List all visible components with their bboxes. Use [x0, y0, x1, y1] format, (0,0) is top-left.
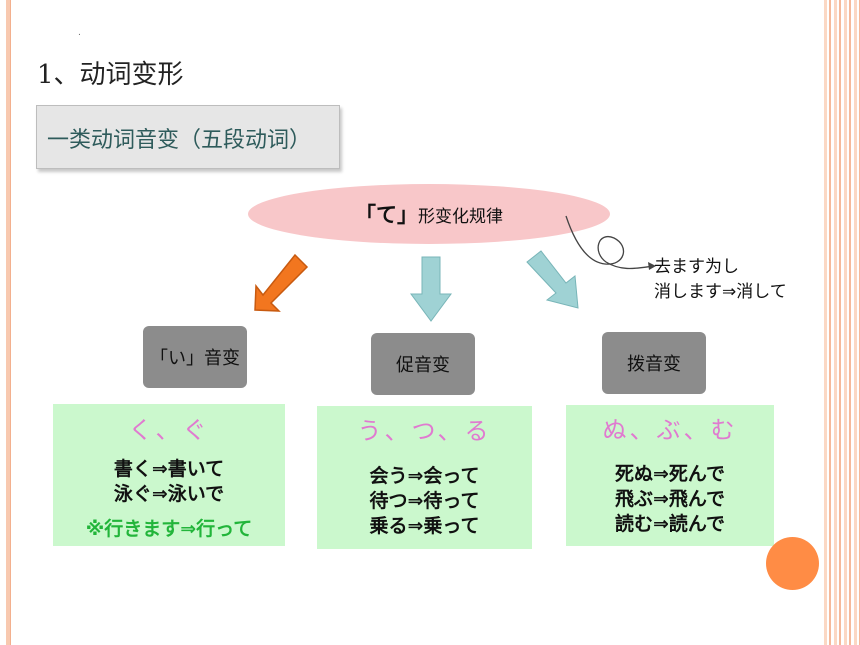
- example-line: 待つ⇒待って: [369, 490, 480, 512]
- left-border-decoration: [6, 0, 11, 645]
- example-line: 乗る⇒乗って: [369, 515, 480, 537]
- curl-connector-icon: [565, 215, 655, 270]
- dot-mark: .: [78, 28, 81, 38]
- example-line: 書く⇒書いて: [113, 458, 225, 480]
- special-example: ※行きます⇒行って: [85, 518, 253, 540]
- endings-text: く、ぐ: [128, 416, 210, 444]
- label-hatsuonbin: 拨音变: [602, 332, 706, 394]
- group-box-sokuonbin: う、つ、る 会う⇒会って 待つ⇒待って 乗る⇒乗って: [317, 406, 532, 549]
- label-sokuonbin: 促音变: [371, 333, 475, 395]
- endings-text: う、つ、る: [357, 417, 492, 445]
- subtitle-box: 一类动词音变（五段动词）: [36, 105, 340, 169]
- subtitle-text: 一类动词音变（五段动词）: [47, 128, 312, 153]
- example-line: 飛ぶ⇒飛んで: [615, 488, 725, 510]
- orange-arrow-icon: [254, 253, 309, 312]
- example-line: 死ぬ⇒死んで: [615, 463, 725, 485]
- note-text: 去ます为し 消します⇒消して: [654, 255, 787, 305]
- rule-quote: 「て」: [355, 203, 418, 227]
- endings-text: ぬ、ぶ、む: [602, 416, 738, 444]
- teal-arrow-down-icon: [410, 256, 452, 322]
- note-line-2: 消します⇒消して: [654, 282, 787, 302]
- example-line: 会う⇒会って: [369, 465, 480, 487]
- slide-title: 1、动词变形: [37, 60, 184, 90]
- right-border-decoration: [824, 0, 860, 645]
- rule-text: 形变化规律: [418, 206, 503, 227]
- group-box-i-onbin: く、ぐ 書く⇒書いて 泳ぐ⇒泳いで ※行きます⇒行って: [53, 404, 285, 546]
- rule-ellipse: 「て」 形变化规律: [248, 184, 610, 244]
- teal-arrow-right-icon: [526, 250, 579, 309]
- curl-arrowhead-icon: [648, 262, 656, 270]
- example-line: 泳ぐ⇒泳いで: [113, 483, 225, 505]
- group-box-hatsuonbin: ぬ、ぶ、む 死ぬ⇒死んで 飛ぶ⇒飛んで 読む⇒読んで: [566, 405, 774, 546]
- orange-circle-decoration: [766, 537, 819, 590]
- note-line-1: 去ます为し: [654, 257, 739, 277]
- example-line: 読む⇒読んで: [615, 513, 725, 535]
- label-i-onbin: 「い」音变: [143, 326, 247, 388]
